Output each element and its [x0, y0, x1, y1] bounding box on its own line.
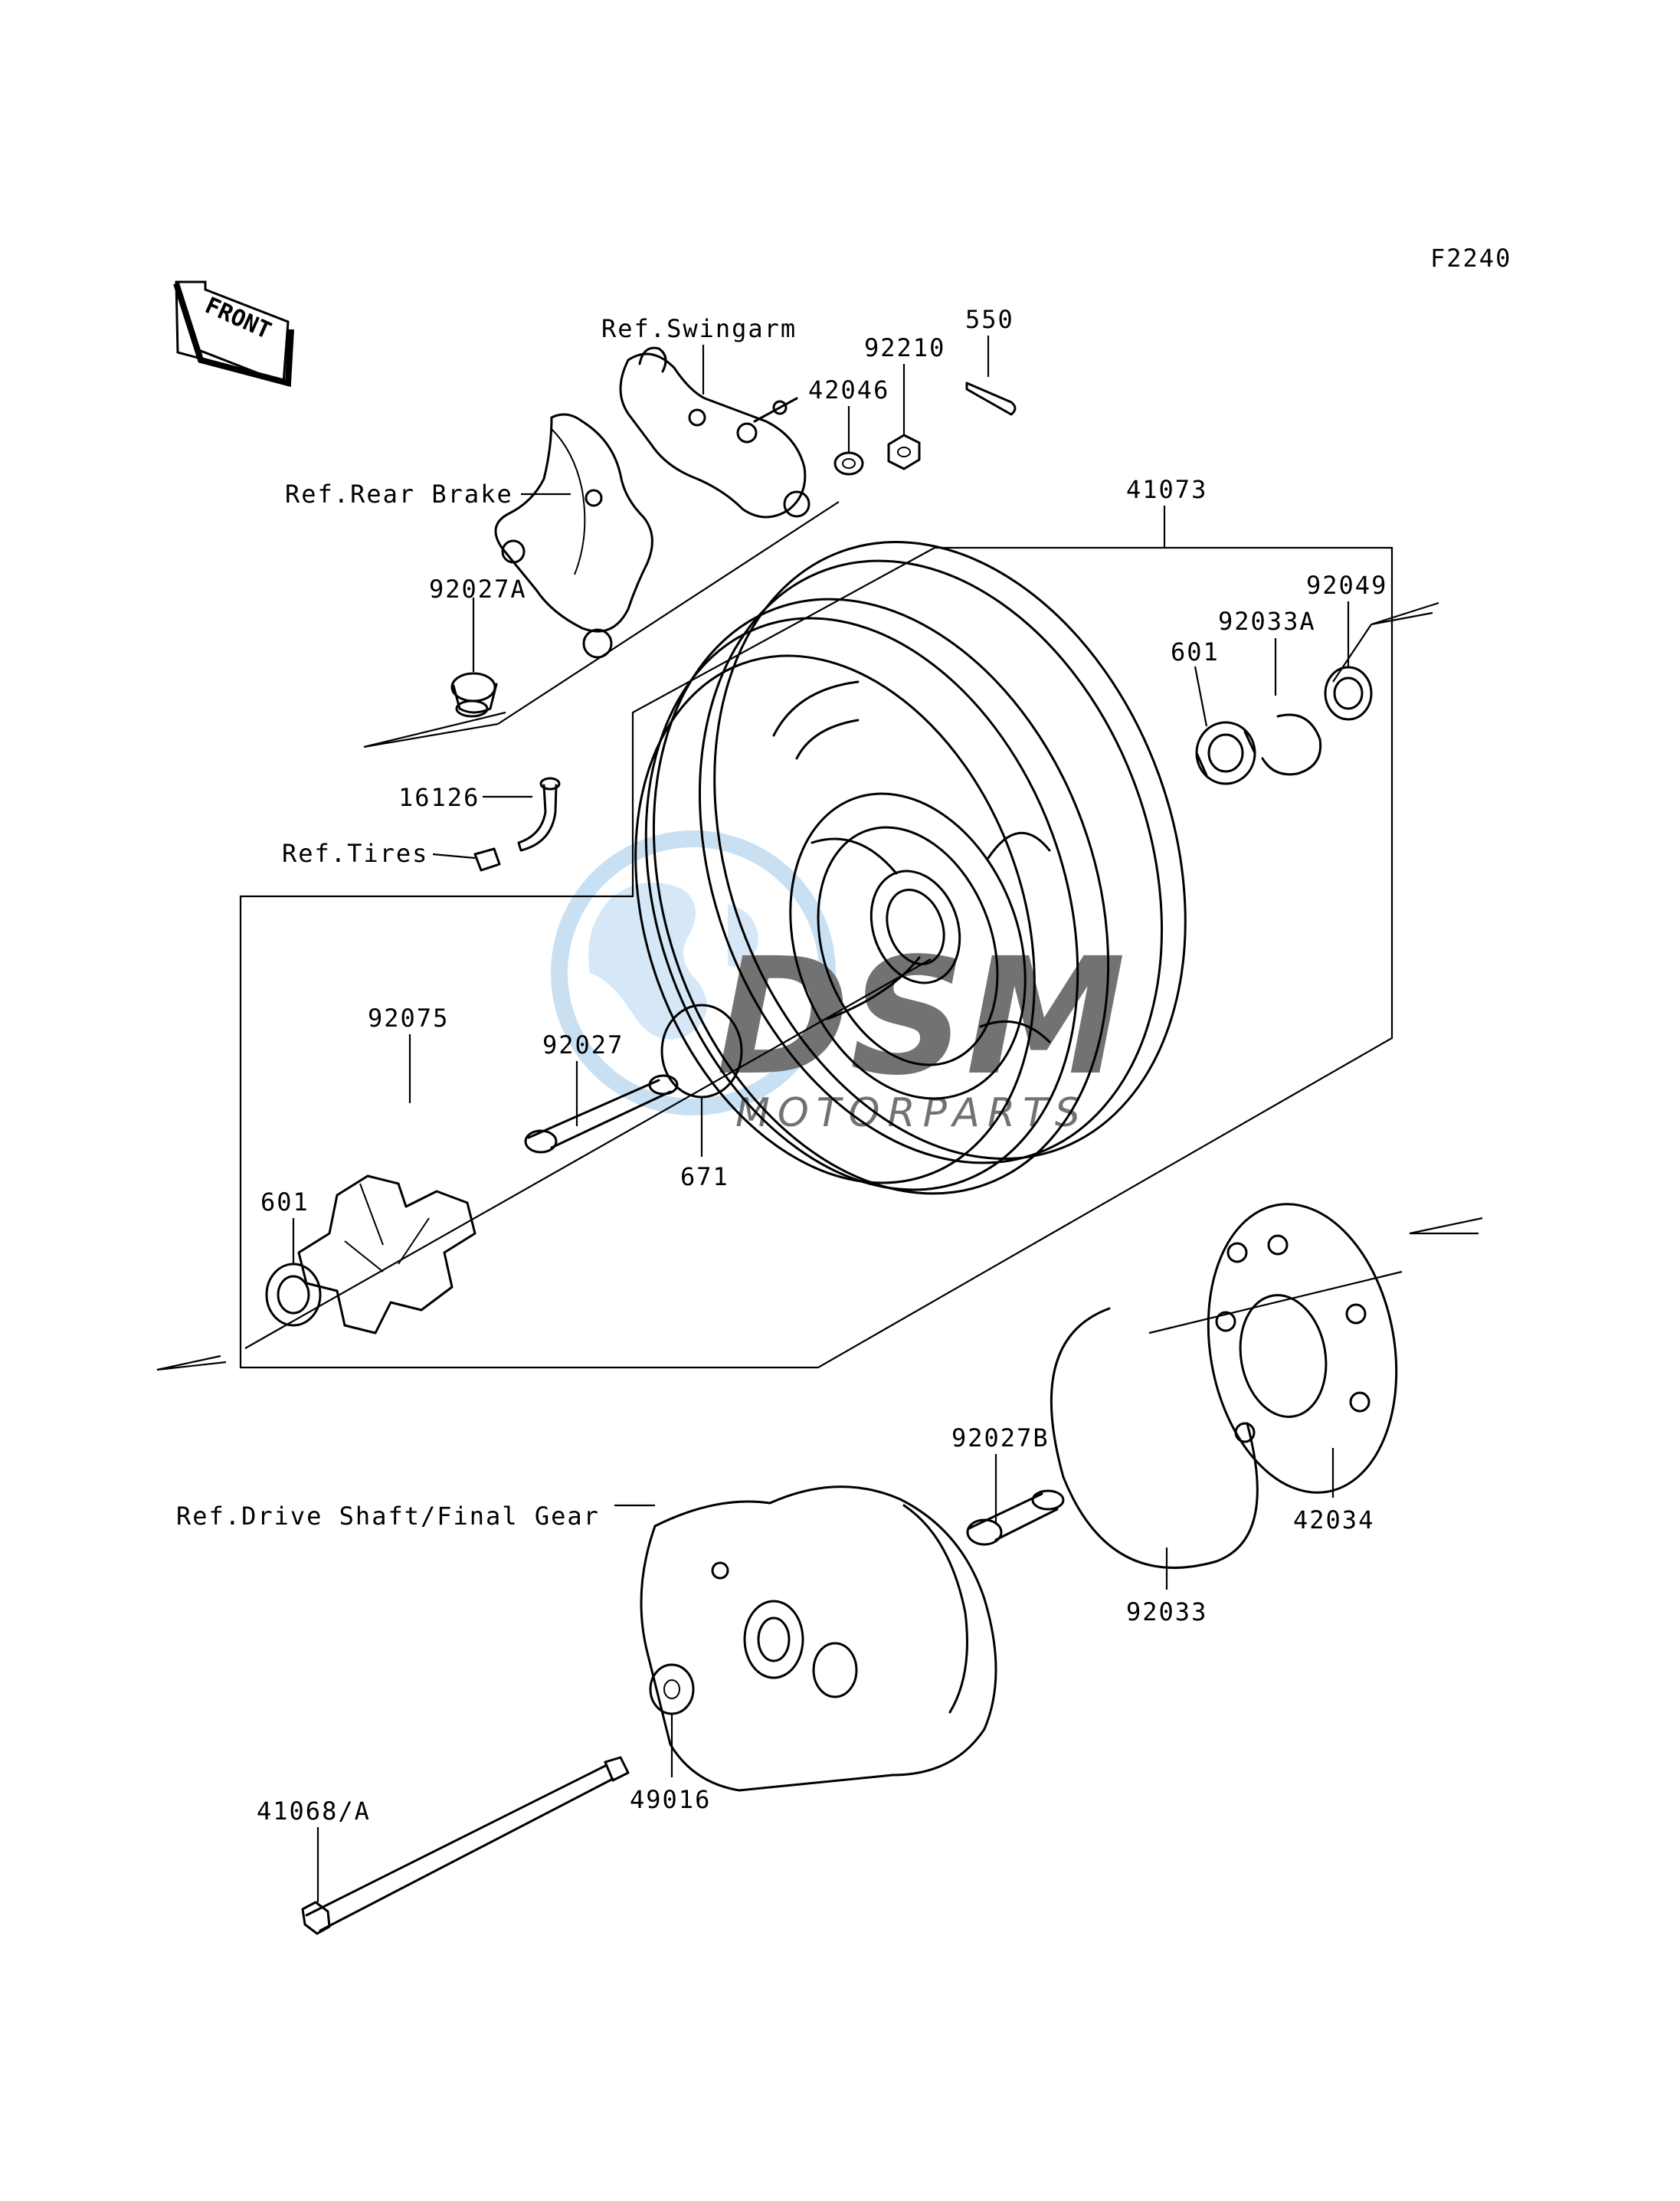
- collar-92027b: [966, 1489, 1065, 1546]
- rear-wheel: [634, 541, 1187, 1195]
- label-41073: 41073: [1126, 475, 1207, 504]
- valve-cap: [473, 847, 501, 872]
- label-92033a: 92033A: [1218, 607, 1316, 636]
- washer-42046: [833, 451, 864, 476]
- nut-92210: [887, 434, 921, 470]
- pin-550: [965, 382, 1017, 416]
- label-550: 550: [965, 305, 1014, 334]
- assembly-frame: [239, 546, 1393, 1369]
- front-arrow-icon: FRONT: [173, 280, 294, 388]
- label-ref-tires: Ref.Tires: [282, 839, 428, 868]
- watermark-brand: DSM: [716, 923, 1126, 1111]
- valve-16126: [517, 777, 561, 852]
- label-ref-rear-brake: Ref.Rear Brake: [285, 480, 513, 509]
- circlip-92033: [1050, 1307, 1259, 1569]
- watermark-tagline: MOTORPARTS: [735, 1090, 1088, 1136]
- watermark: DSM MOTORPARTS: [551, 830, 1126, 1136]
- label-ref-drive-shaft: Ref.Drive Shaft/Final Gear: [176, 1502, 600, 1531]
- label-92210: 92210: [864, 333, 945, 362]
- flange-42034: [1207, 1203, 1398, 1494]
- leader-lines: [292, 336, 1350, 1902]
- final-gear-case: [640, 1485, 997, 1792]
- label-49016: 49016: [630, 1785, 711, 1814]
- circlip-92033a: [1261, 713, 1322, 776]
- diagram-code: F2240: [1430, 244, 1511, 273]
- rear-brake-bracket: [494, 413, 653, 659]
- label-92033: 92033: [1126, 1597, 1207, 1626]
- label-92027a: 92027A: [429, 575, 527, 604]
- label-601-top: 601: [1171, 637, 1220, 667]
- damper-92075: [297, 1174, 476, 1335]
- label-ref-swingarm: Ref.Swingarm: [601, 314, 797, 343]
- bearing-601-top: [1195, 721, 1256, 785]
- collar-92027a: [450, 672, 498, 718]
- label-92075: 92075: [368, 1004, 449, 1033]
- collar-92027: [524, 1074, 679, 1154]
- label-92027: 92027: [542, 1030, 624, 1060]
- bearing-601-left: [265, 1263, 322, 1327]
- label-671: 671: [680, 1162, 729, 1191]
- axle-41068: [301, 1756, 630, 1935]
- label-16126: 16126: [398, 783, 480, 812]
- callout-labels: Ref.Swingarm 550 92210 42046 Ref.Rear Br…: [176, 305, 1387, 1826]
- axis-lines: [156, 501, 1483, 1371]
- label-41068a: 41068/A: [257, 1797, 371, 1826]
- label-42034: 42034: [1293, 1505, 1374, 1534]
- seal-92049: [1324, 666, 1373, 721]
- label-92049: 92049: [1306, 571, 1387, 600]
- label-42046: 42046: [808, 375, 889, 404]
- label-601-left: 601: [260, 1187, 309, 1217]
- swingarm-piece: [619, 346, 811, 519]
- label-92027b: 92027B: [951, 1423, 1050, 1453]
